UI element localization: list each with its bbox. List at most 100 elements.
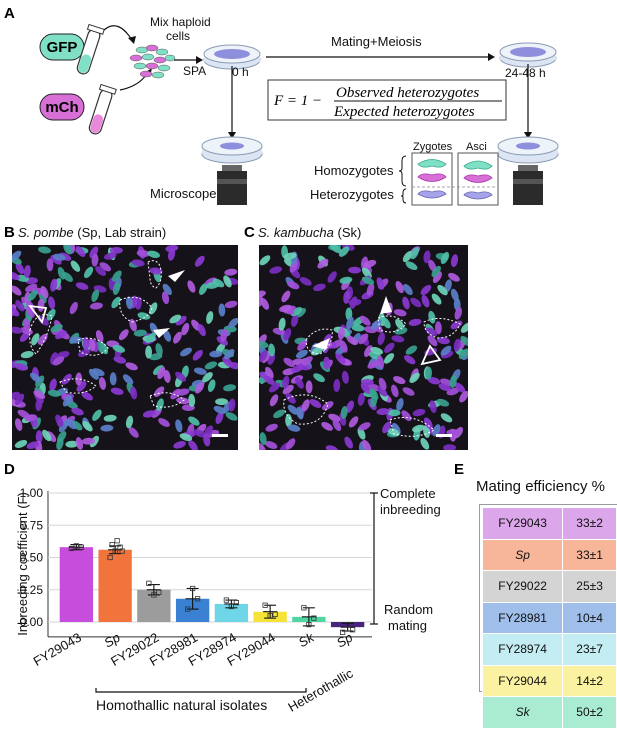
mating-efficiency-title: Mating efficiency % [476,478,605,495]
cell-blob [202,372,213,383]
cell-blob [348,298,362,306]
cell-blob [131,259,145,267]
data-point [190,585,196,592]
cell-blob [287,404,299,415]
data-point [185,606,191,612]
cell-blob [58,420,69,433]
cell-blob [56,437,64,450]
cell-blob [15,393,25,406]
sk-outline-2 [377,315,407,333]
cell-blob [112,282,121,295]
cell-blob [369,388,379,400]
cell-blob [12,326,23,334]
cell-blob [346,335,358,346]
cell-blob [69,301,78,315]
data-point [301,605,307,611]
cell-blob [170,388,181,400]
cell-blob [393,309,407,317]
cell-blob [35,398,43,412]
cell-blob [27,290,38,302]
arrow-gfp-to-mix [103,25,133,41]
heterozygotes-brace [400,188,407,204]
strain-name: Sk [481,696,564,729]
cell-blob [23,318,31,332]
zygote-gfp-icon [417,159,447,168]
cell-blob [343,290,351,304]
sp-outline-1 [147,260,162,289]
data-point [156,589,162,595]
cell-blob [69,336,83,344]
microscope-left-icon [201,136,263,205]
cell-blob [339,276,353,284]
cell-blob [259,340,269,349]
cell-blob [149,267,163,275]
cell-blob [215,398,229,406]
cell-blob [125,296,133,310]
cell-blob [299,277,312,286]
panel-d-letter: D [4,461,15,478]
cell-blob [295,376,304,389]
x-tick-label: Sp [101,630,122,651]
cell-blob [91,289,100,302]
cell-blob [259,350,268,363]
cell-blob [283,252,297,260]
x-tick-label: FY29043 [31,630,84,669]
cell-blob [35,430,43,444]
cell-blob [187,280,196,293]
mating-efficiency-value: 33±1 [562,538,617,571]
panel-a-letter: A [4,5,15,22]
gfp-tube-icon [76,23,105,75]
cell-blob [425,366,433,380]
heterothallic-label: Heterothallic [285,665,356,713]
cell-blob [313,373,325,383]
cell-blob [57,267,66,280]
cell-blob [440,251,450,265]
cell-blob [363,259,377,268]
cell-blob [305,380,313,394]
cell-blob [291,314,299,327]
ascus-mch-icon [463,174,493,183]
bracket-top-label-2: inbreeding [380,502,441,517]
panel-b-letter: B [4,224,15,241]
cell-blob [453,338,461,352]
cell-blob [193,429,206,438]
micrograph-sp [12,245,238,450]
sk-outline-1 [305,328,333,355]
cell-blob [213,405,226,414]
cell-blob [168,248,176,261]
asci-label: Asci [466,141,487,153]
cell-blob [309,399,322,408]
cell-blob [52,253,66,261]
y-tick-label: 0.50 [20,551,44,565]
sp-scale-bar [212,434,228,437]
cell-blob [301,399,310,412]
cell-blob [448,272,460,282]
time-0h: 0 h [232,65,249,79]
cell-blob [301,356,313,366]
cell-blob [204,361,218,370]
cell-blob [188,416,200,426]
cell-blob [420,437,430,450]
cell-blob [421,295,430,308]
bracket-bottom-label-2: mating [388,618,427,633]
arrowhead-right-down [524,132,532,139]
mixed-cells-cluster [129,44,176,79]
cell-blob [265,441,278,449]
cell-blob [282,375,290,389]
microscope-right-icon [497,136,559,205]
cell-blob [370,346,384,355]
cell-blob [161,291,170,305]
cell-blob [98,376,107,390]
cell-blob [89,302,103,310]
cell-blob [188,393,196,407]
data-point [73,543,79,549]
mating-efficiency-value: 25±3 [562,570,617,603]
cell-blob [113,356,127,364]
cell-blob [345,400,355,413]
cell-blob [287,281,300,290]
cell-blob [410,247,419,260]
y-tick-label: 0.25 [20,583,44,597]
cell-blob [145,345,152,359]
cell-blob [71,407,84,416]
